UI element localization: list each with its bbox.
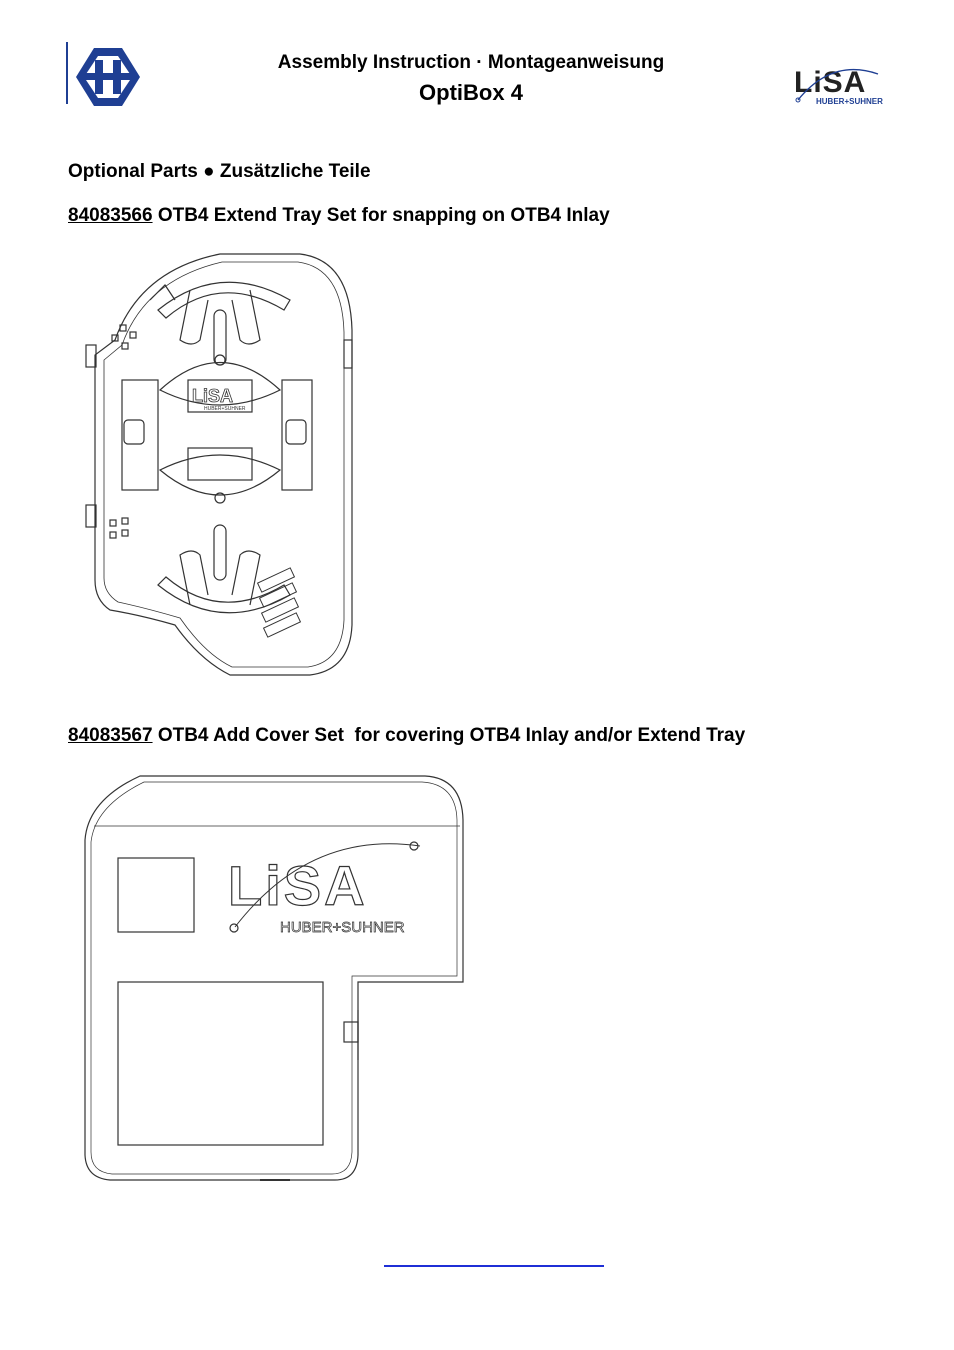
tray-lisa-mark: LiSA bbox=[192, 386, 233, 406]
part-description-1: OTB4 Extend Tray Set for snapping on OTB… bbox=[152, 205, 610, 226]
huber-suhner-h-logo-icon bbox=[66, 42, 140, 106]
section-title: Optional Parts ● Zusätzliche Teile bbox=[68, 161, 371, 182]
lisa-logo-subtext: HUBER+SUHNER bbox=[816, 97, 883, 106]
product-name: OptiBox 4 bbox=[419, 80, 523, 105]
huber-suhner-logo bbox=[64, 40, 144, 110]
part-heading-1: 84083566 OTB4 Extend Tray Set for snappi… bbox=[68, 205, 610, 227]
part-number-1: 84083566 bbox=[68, 205, 153, 226]
document-title: Assembly Instruction · Montageanweisung bbox=[277, 52, 665, 73]
cover-lisa-sub: HUBER+SUHNER bbox=[280, 919, 405, 936]
add-cover-drawing: LiSA HUBER+SUHNER bbox=[80, 770, 470, 1185]
tray-lisa-sub: HUBER+SUHNER bbox=[204, 406, 246, 412]
part-number-2: 84083567 bbox=[68, 725, 153, 746]
part-heading-2: 84083567 OTB4 Add Cover Set for covering… bbox=[68, 725, 745, 747]
extend-tray-drawing: LiSA HUBER+SUHNER bbox=[80, 240, 370, 680]
lisa-logo-text: LiSA bbox=[794, 66, 866, 99]
lisa-logo: LiSA HUBER+SUHNER bbox=[792, 64, 887, 108]
cover-lisa-mark: LiSA bbox=[228, 854, 368, 917]
lisa-logo-icon: LiSA HUBER+SUHNER bbox=[794, 66, 883, 106]
part-description-2: OTB4 Add Cover Set for covering OTB4 Inl… bbox=[152, 725, 746, 746]
footer-link[interactable] bbox=[384, 1265, 604, 1267]
